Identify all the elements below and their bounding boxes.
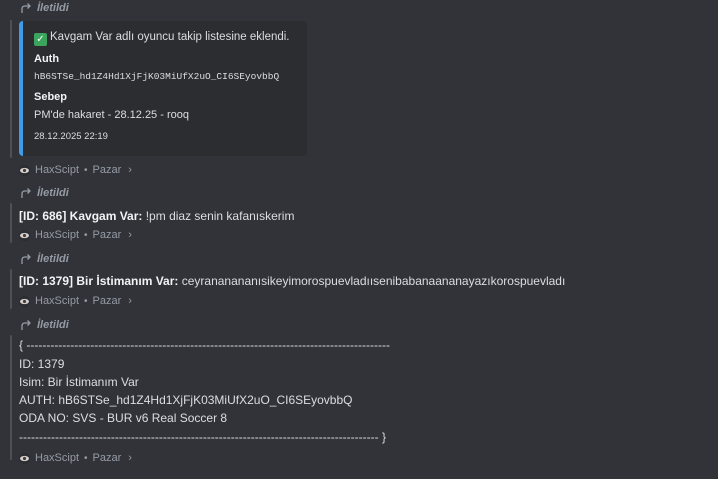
forward-bar bbox=[10, 269, 12, 309]
chevron-right-icon: › bbox=[128, 229, 132, 241]
embed-title: ✓Kavgam Var adlı oyuncu takip listesine … bbox=[34, 31, 290, 46]
message-author-prefix: [ID: 686] Kavgam Var: bbox=[19, 209, 143, 223]
message-text: [ID: 1379] Bir İstimanım Var: ceyrananan… bbox=[19, 274, 565, 288]
source-day: Pazar bbox=[92, 164, 122, 176]
embed-field-value-auth: hB6STSe_hd1Z4Hd1XjFjK03MiUfX2uO_CI6SEyov… bbox=[34, 71, 280, 82]
source-separator: • bbox=[84, 164, 88, 176]
forwarded-header: İletildi bbox=[20, 1, 69, 15]
source-separator: • bbox=[84, 229, 88, 241]
source-name: HaxScipt bbox=[35, 229, 80, 241]
block-line-5: ODA NO: SVS - BUR v6 Real Soccer 8 bbox=[19, 411, 228, 425]
message-text: [ID: 686] Kavgam Var: !pm diaz senin kaf… bbox=[19, 209, 294, 223]
forward-bar bbox=[10, 335, 12, 460]
forwarded-header: İletildi bbox=[20, 252, 69, 266]
chevron-right-icon: › bbox=[128, 295, 132, 307]
source-link[interactable]: HaxScipt • Pazar › bbox=[19, 228, 132, 242]
forward-arrow-icon bbox=[21, 3, 31, 13]
source-name: HaxScipt bbox=[35, 295, 80, 307]
eye-avatar-icon bbox=[19, 452, 30, 464]
forward-arrow-icon bbox=[21, 320, 31, 330]
forwarded-label: İletildi bbox=[37, 319, 69, 331]
source-link[interactable]: HaxScipt • Pazar › bbox=[19, 451, 132, 465]
source-separator: • bbox=[84, 295, 88, 307]
message-4: İletildi { -----------------------------… bbox=[0, 317, 718, 479]
eye-avatar-icon bbox=[19, 295, 30, 307]
source-link[interactable]: HaxScipt • Pazar › bbox=[19, 163, 132, 177]
message-3: İletildi [ID: 1379] Bir İstimanım Var: c… bbox=[0, 251, 718, 311]
forward-arrow-icon bbox=[21, 188, 31, 198]
embed-timestamp: 28.12.2025 22:19 bbox=[34, 131, 108, 142]
source-day: Pazar bbox=[92, 295, 122, 307]
block-line-2: ID: 1379 bbox=[19, 357, 65, 371]
forwarded-header: İletildi bbox=[20, 186, 69, 200]
forwarded-label: İletildi bbox=[37, 187, 69, 199]
source-name: HaxScipt bbox=[35, 452, 80, 464]
message-1: İletildi ✓Kavgam Var adlı oyuncu takip l… bbox=[0, 0, 718, 180]
eye-avatar-icon bbox=[19, 229, 30, 241]
embed-card: ✓Kavgam Var adlı oyuncu takip listesine … bbox=[19, 21, 307, 156]
forwarded-label: İletildi bbox=[37, 2, 69, 14]
forwarded-label: İletildi bbox=[37, 253, 69, 265]
source-link[interactable]: HaxScipt • Pazar › bbox=[19, 294, 132, 308]
message-2: İletildi [ID: 686] Kavgam Var: !pm diaz … bbox=[0, 185, 718, 245]
eye-avatar-icon bbox=[19, 164, 30, 176]
block-line-3: Isim: Bir İstimanım Var bbox=[19, 375, 139, 389]
embed-field-value-sebep: PM'de hakaret - 28.12.25 - rooq bbox=[34, 109, 189, 121]
block-line-1: { --------------------------------------… bbox=[19, 338, 390, 352]
block-line-4: AUTH: hB6STSe_hd1Z4Hd1XjFjK03MiUfX2uO_CI… bbox=[19, 393, 353, 407]
forward-bar bbox=[10, 20, 12, 158]
message-body: !pm diaz senin kafanıskerim bbox=[142, 209, 295, 223]
message-author-prefix: [ID: 1379] Bir İstimanım Var: bbox=[19, 274, 179, 288]
source-day: Pazar bbox=[92, 229, 122, 241]
check-icon: ✓ bbox=[34, 33, 47, 46]
source-day: Pazar bbox=[92, 452, 122, 464]
forward-bar bbox=[10, 203, 12, 243]
block-line-6: ----------------------------------------… bbox=[19, 430, 386, 444]
embed-field-name-auth: Auth bbox=[34, 53, 60, 65]
chevron-right-icon: › bbox=[128, 452, 132, 464]
source-separator: • bbox=[84, 452, 88, 464]
source-name: HaxScipt bbox=[35, 164, 80, 176]
message-body: ceyrananananısikeyimorospuevladıısenibab… bbox=[178, 274, 566, 288]
forward-arrow-icon bbox=[21, 254, 31, 264]
chevron-right-icon: › bbox=[128, 164, 132, 176]
embed-field-name-sebep: Sebep bbox=[34, 91, 68, 103]
forwarded-header: İletildi bbox=[20, 318, 69, 332]
